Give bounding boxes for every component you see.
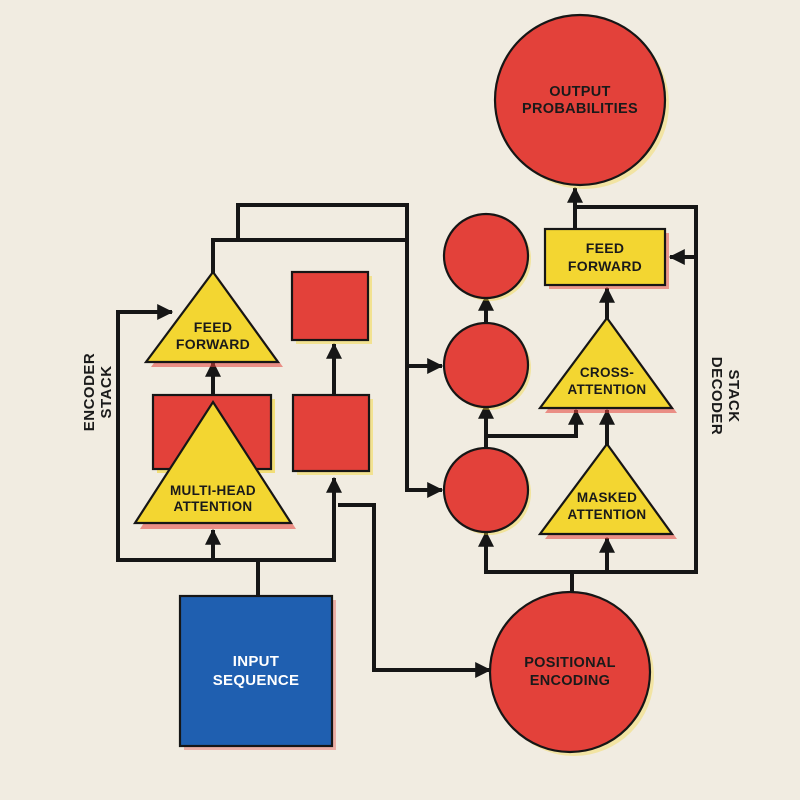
decoder-stack-label: DECODER STACK	[708, 357, 742, 436]
encoder-label-line1: ENCODER	[81, 353, 98, 432]
cross-attention-line1: CROSS-	[580, 365, 634, 380]
encoder-stack-label: ENCODER STACK	[81, 353, 115, 432]
decoder-feed-forward-line2: FORWARD	[568, 258, 642, 274]
wire-output-branch	[573, 205, 698, 259]
masked-attention-line2: ATTENTION	[568, 507, 647, 522]
masked-attention-node: MASKED ATTENTION	[537, 442, 677, 539]
encoder-feed-forward-line1: FEED	[194, 319, 233, 335]
encoder-label-line2: STACK	[98, 365, 115, 418]
encoder-square-lower	[291, 393, 373, 475]
wire-enc-to-mid-circle	[405, 203, 444, 374]
input-sequence-line1: INPUT	[233, 653, 280, 670]
input-sequence-node: INPUT SEQUENCE	[178, 594, 336, 750]
wire-ff-top	[211, 203, 409, 276]
multi-head-attention-line2: ATTENTION	[174, 499, 253, 514]
wire-input-to-posenc	[338, 503, 492, 678]
input-sequence-line2: SEQUENCE	[213, 672, 300, 689]
encoder-feed-forward-line2: FORWARD	[176, 336, 250, 352]
decoder-feed-forward-node: FEED FORWARD	[543, 227, 669, 289]
wire-encoder-loop	[116, 304, 174, 562]
decoder-feed-forward-line1: FEED	[586, 240, 625, 256]
output-probabilities-node: OUTPUT PROBABILITIES	[493, 13, 669, 189]
positional-encoding-line1: POSITIONAL	[524, 655, 616, 671]
output-line2: PROBABILITIES	[522, 101, 638, 117]
encoder-feed-forward-node: FEED FORWARD	[143, 270, 283, 367]
multi-head-attention-line1: MULTI-HEAD	[170, 483, 256, 498]
wire-circle-to-cross	[484, 408, 584, 438]
decoder-label-line1: DECODER	[708, 357, 725, 436]
wire-enc-to-low-circle	[405, 364, 444, 498]
cross-attention-line2: ATTENTION	[568, 382, 647, 397]
decoder-circle-mid	[442, 321, 531, 410]
positional-encoding-line2: ENCODING	[530, 673, 611, 689]
decoder-label-line2: STACK	[725, 369, 742, 422]
decoder-circle-top	[442, 212, 531, 301]
decoder-circle-low	[442, 446, 531, 535]
cross-attention-node: CROSS- ATTENTION	[537, 316, 677, 413]
output-line1: OUTPUT	[549, 84, 610, 100]
positional-encoding-node: POSITIONAL ENCODING	[488, 590, 654, 756]
wire-decoder-loop	[668, 249, 698, 574]
multi-head-attention-node: MULTI-HEAD ATTENTION	[132, 399, 296, 529]
encoder-square-upper	[290, 270, 372, 344]
masked-attention-line1: MASKED	[577, 490, 637, 505]
